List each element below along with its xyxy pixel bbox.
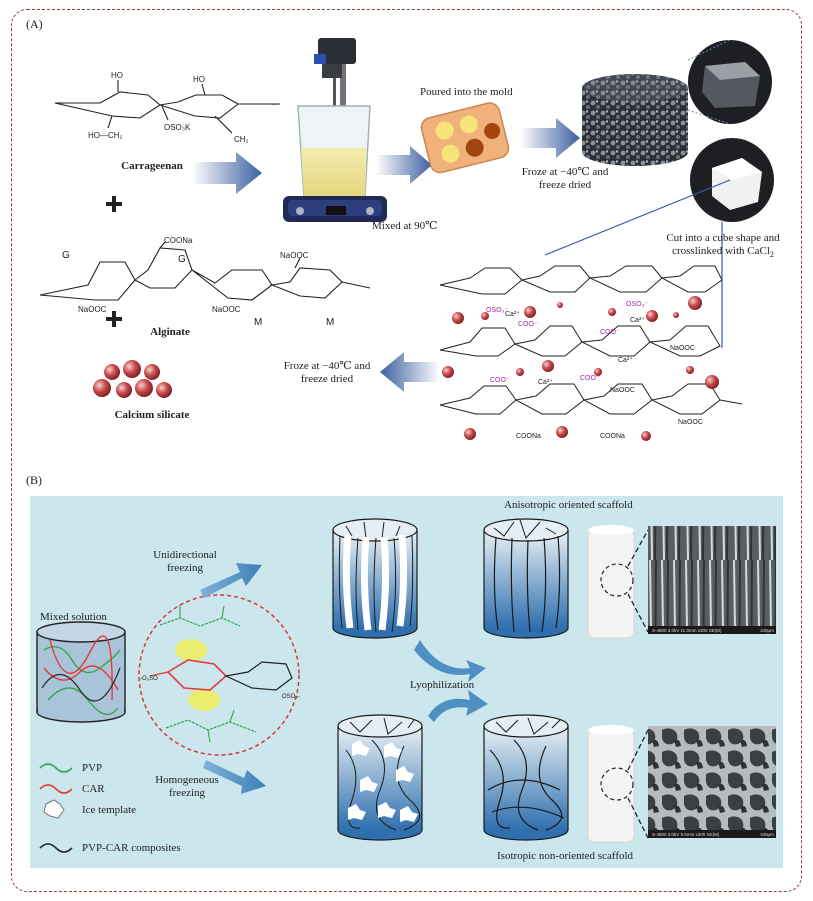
molecular-interaction-circle: -O₃SO OSO₃- (138, 594, 300, 756)
network-ca-4: Ca²⁺ (538, 378, 553, 386)
network-oso3-2: OSO₃⁻ (626, 301, 648, 308)
sem-caption-2: S-4800 3.0kV 9.5mm x300 SE(M) (652, 832, 720, 837)
poured-label: Poured into the mold (420, 86, 513, 98)
alginate-g2: G (178, 254, 186, 265)
unidirectional-cylinder (332, 518, 418, 639)
legend-pvp-swatch (39, 763, 73, 773)
alginate-naooc-mid: NaOOC (212, 305, 241, 314)
panel-a-graphics: -· ·- HO HO—CH₂ OSO₃K HO CH₂ G G M M COO… (39, 38, 774, 441)
svg-text:-·: -· (58, 98, 64, 108)
plus-icon (106, 196, 122, 212)
legend-composite-swatch (39, 843, 73, 853)
froze-label-1: Froze at −40℃ and freeze dried (521, 166, 609, 191)
arrow-down-right-icon (203, 760, 266, 794)
sample-photo-bottom (587, 725, 649, 843)
arrow-right-icon (376, 146, 432, 184)
carrageenan-oso3k: OSO₃K (164, 123, 191, 132)
mold-tray (420, 102, 510, 174)
magnetic-stirrer (283, 38, 387, 222)
homogeneous-cylinder (337, 714, 423, 841)
isotropic-label: Isotropic non-oriented scaffold (497, 850, 634, 862)
lyophilization-arrow-up (414, 640, 486, 682)
arrow-right-icon (520, 118, 580, 158)
network-oso3-1: OSO₃⁻ (486, 307, 508, 314)
calcium-silicate-beads (93, 360, 172, 398)
alginate-m2: M (326, 317, 334, 328)
network-coo-4: COO⁻ (580, 375, 600, 382)
arrow-up-right-icon (200, 563, 262, 598)
porous-scaffold-cylinder (582, 74, 688, 166)
calcium-silicate-label: Calcium silicate (114, 409, 190, 421)
homogeneous-label: Homogeneous freezing (155, 774, 219, 799)
lyophilization-arrow-down (428, 690, 488, 722)
sem-scale-2: 100µm (760, 832, 774, 837)
panel-b-label: (B) (26, 473, 42, 487)
anisotropic-cylinder (483, 518, 569, 639)
lyophilization-label: Lyophilization (410, 679, 475, 691)
legend-ice-swatch (43, 799, 65, 819)
alginate-g1: G (62, 250, 70, 261)
alginate-structure (39, 241, 371, 301)
alginate-coona: COONa (164, 236, 193, 245)
mixed-label: Mixed at 90℃ (372, 220, 438, 232)
network-coo-2: COO⁻ (600, 329, 620, 336)
carrageenan-label: Carrageenan (121, 160, 183, 172)
carrageenan-ch2: CH₂ (234, 135, 249, 144)
network-naooc-1: NaOOC (670, 345, 695, 352)
network-ca-3: Ca²⁺ (618, 356, 633, 364)
figure-frame (11, 9, 802, 892)
network-ca-2: Ca²⁺ (630, 316, 645, 324)
legend-pvp-label: PVP (82, 762, 103, 774)
carrageenan-structure (54, 80, 280, 134)
cut-label: Cut into a cube shape and crosslinked wi… (666, 232, 780, 260)
network-coona-1: COONa (516, 433, 541, 440)
sem-image-porous (648, 726, 776, 838)
svg-text:·-: ·- (272, 99, 278, 109)
plus-icon (106, 311, 122, 327)
network-ca-1: Ca²⁺ (505, 310, 520, 318)
network-beads (442, 296, 719, 441)
network-naooc-3: NaOOC (678, 419, 703, 426)
alginate-naooc-top: NaOOC (280, 251, 309, 260)
sem-caption-1: S-4800 3.0kV 11.0mm x300 SE(M) (652, 628, 722, 633)
svg-text:OSO₃-: OSO₃- (282, 694, 300, 700)
network-naooc-2: NaOOC (610, 387, 635, 394)
unidirectional-label: Unidirectional freezing (153, 549, 217, 574)
carrageenan-ho-top: HO (111, 71, 123, 80)
legend-composite-label: PVP-CAR composites (82, 842, 181, 854)
legend-ice-label: Ice template (82, 804, 137, 816)
arrow-left-icon (380, 352, 440, 392)
carrageenan-ho-ch2: HO—CH₂ (88, 131, 123, 140)
legend-car-swatch (39, 784, 73, 794)
froze-label-2: Froze at −40℃ and freeze dried (283, 360, 371, 385)
mixed-solution-cylinder (36, 621, 126, 723)
mixed-solution-label: Mixed solution (40, 611, 107, 623)
panel-a-label: (A) (26, 17, 43, 31)
legend-car-label: CAR (82, 783, 105, 795)
alginate-naooc-left: NaOOC (78, 305, 107, 314)
network-coo-1: COO⁻ (518, 321, 538, 328)
alginate-label: Alginate (150, 326, 190, 338)
cube-inset (690, 138, 774, 222)
network-coo-3: COO⁻ (490, 377, 510, 384)
sem-inset-top (688, 40, 772, 124)
anisotropic-label: Anisotropic oriented scaffold (504, 499, 633, 511)
crosslinked-network (439, 265, 743, 415)
arrow-right-icon (192, 152, 262, 194)
isotropic-cylinder (483, 714, 569, 841)
sample-photo-top (587, 525, 649, 639)
alginate-m1: M (254, 317, 262, 328)
carrageenan-ho-right: HO (193, 75, 205, 84)
sem-image-aligned (648, 526, 776, 634)
svg-text:-O₃SO: -O₃SO (140, 676, 158, 682)
sem-scale-1: 100µm (760, 628, 774, 633)
network-coona-2: COONa (600, 433, 625, 440)
